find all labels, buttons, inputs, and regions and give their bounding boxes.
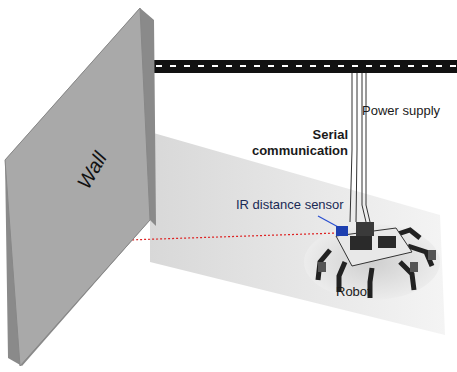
robot-label: Robot xyxy=(336,284,371,300)
hexapod-robot xyxy=(318,222,436,298)
sensor-label: IR distance sensor xyxy=(236,197,344,213)
cable-label: Serial communication xyxy=(248,127,348,159)
cable-label: Power supply xyxy=(362,103,440,119)
ir-beam xyxy=(128,233,338,240)
wall-panel: Wall xyxy=(0,0,160,372)
cables xyxy=(350,73,370,222)
floor-area xyxy=(150,132,445,335)
